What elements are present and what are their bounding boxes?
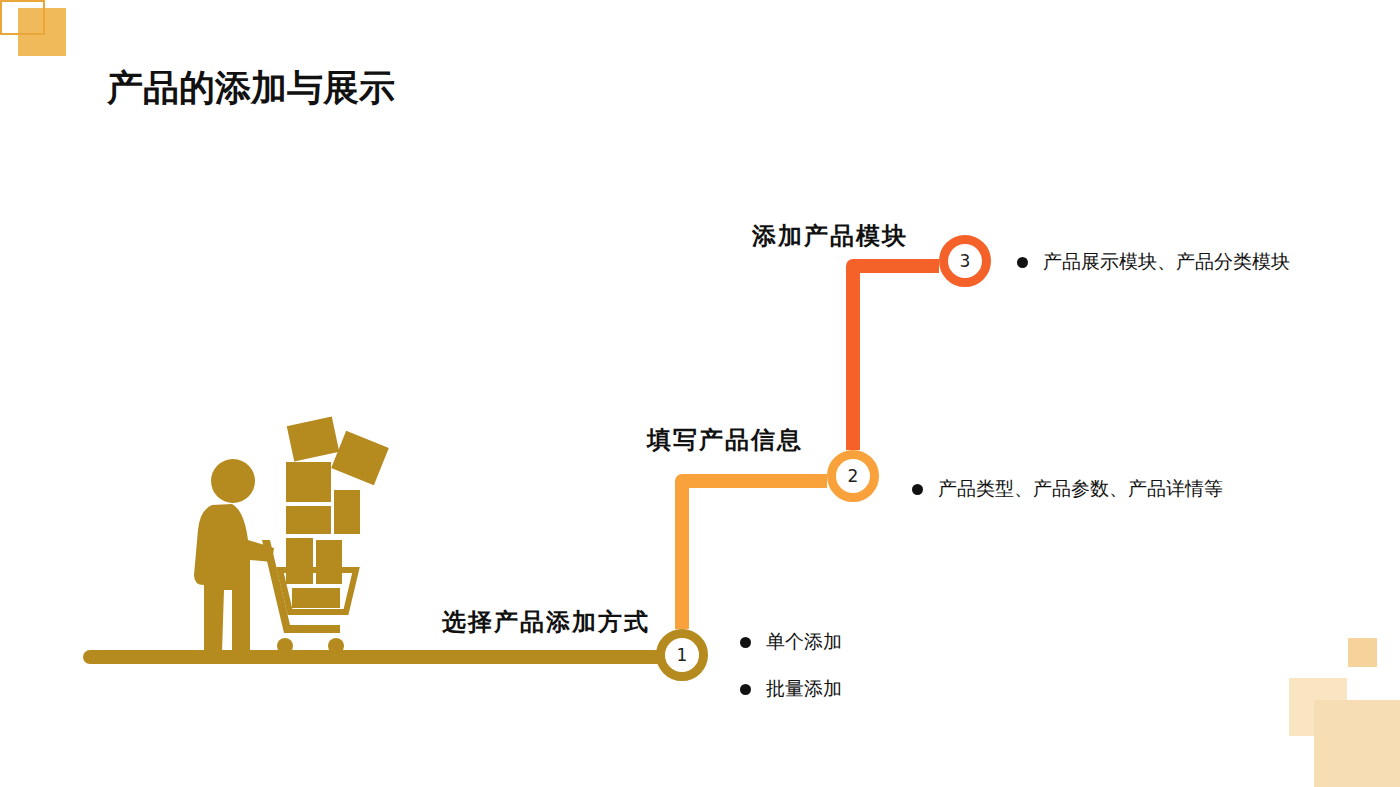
bullet-text: 产品类型、产品参数、产品详情等 — [938, 477, 1223, 499]
step-number: 2 — [836, 459, 870, 493]
step-number: 1 — [665, 638, 699, 672]
step-connector — [682, 481, 827, 629]
step-circle: 填写产品信息2 — [827, 450, 879, 502]
bullet-dot — [740, 684, 751, 695]
bullet-item: 批量添加 — [740, 676, 842, 702]
base-line — [90, 650, 660, 664]
bullet-dot — [912, 484, 923, 495]
bullet-item: 单个添加 — [740, 629, 842, 655]
step-number: 3 — [948, 244, 982, 278]
bullet-text: 产品展示模块、产品分类模块 — [1043, 250, 1290, 272]
step-heading: 添加产品模块 — [752, 220, 908, 252]
step-heading: 选择产品添加方式 — [442, 606, 650, 638]
step-connector — [853, 266, 939, 450]
step-circle: 添加产品模块3 — [939, 235, 991, 287]
bullet-item: 产品展示模块、产品分类模块 — [1017, 249, 1290, 275]
shopper-figure — [194, 417, 389, 654]
step-circle: 选择产品添加方式1 — [656, 629, 708, 681]
bullet-item: 产品类型、产品参数、产品详情等 — [912, 476, 1223, 502]
bullet-text: 批量添加 — [766, 677, 842, 699]
deco-square — [18, 8, 66, 56]
deco-square — [1, 1, 44, 34]
deco-square — [1348, 638, 1377, 667]
bullet-dot — [1017, 257, 1028, 268]
slide-title: 产品的添加与展示 — [107, 64, 395, 113]
bullet-dot — [740, 637, 751, 648]
bullet-text: 单个添加 — [766, 630, 842, 652]
step-heading: 填写产品信息 — [647, 424, 803, 456]
deco-square — [1314, 700, 1400, 787]
